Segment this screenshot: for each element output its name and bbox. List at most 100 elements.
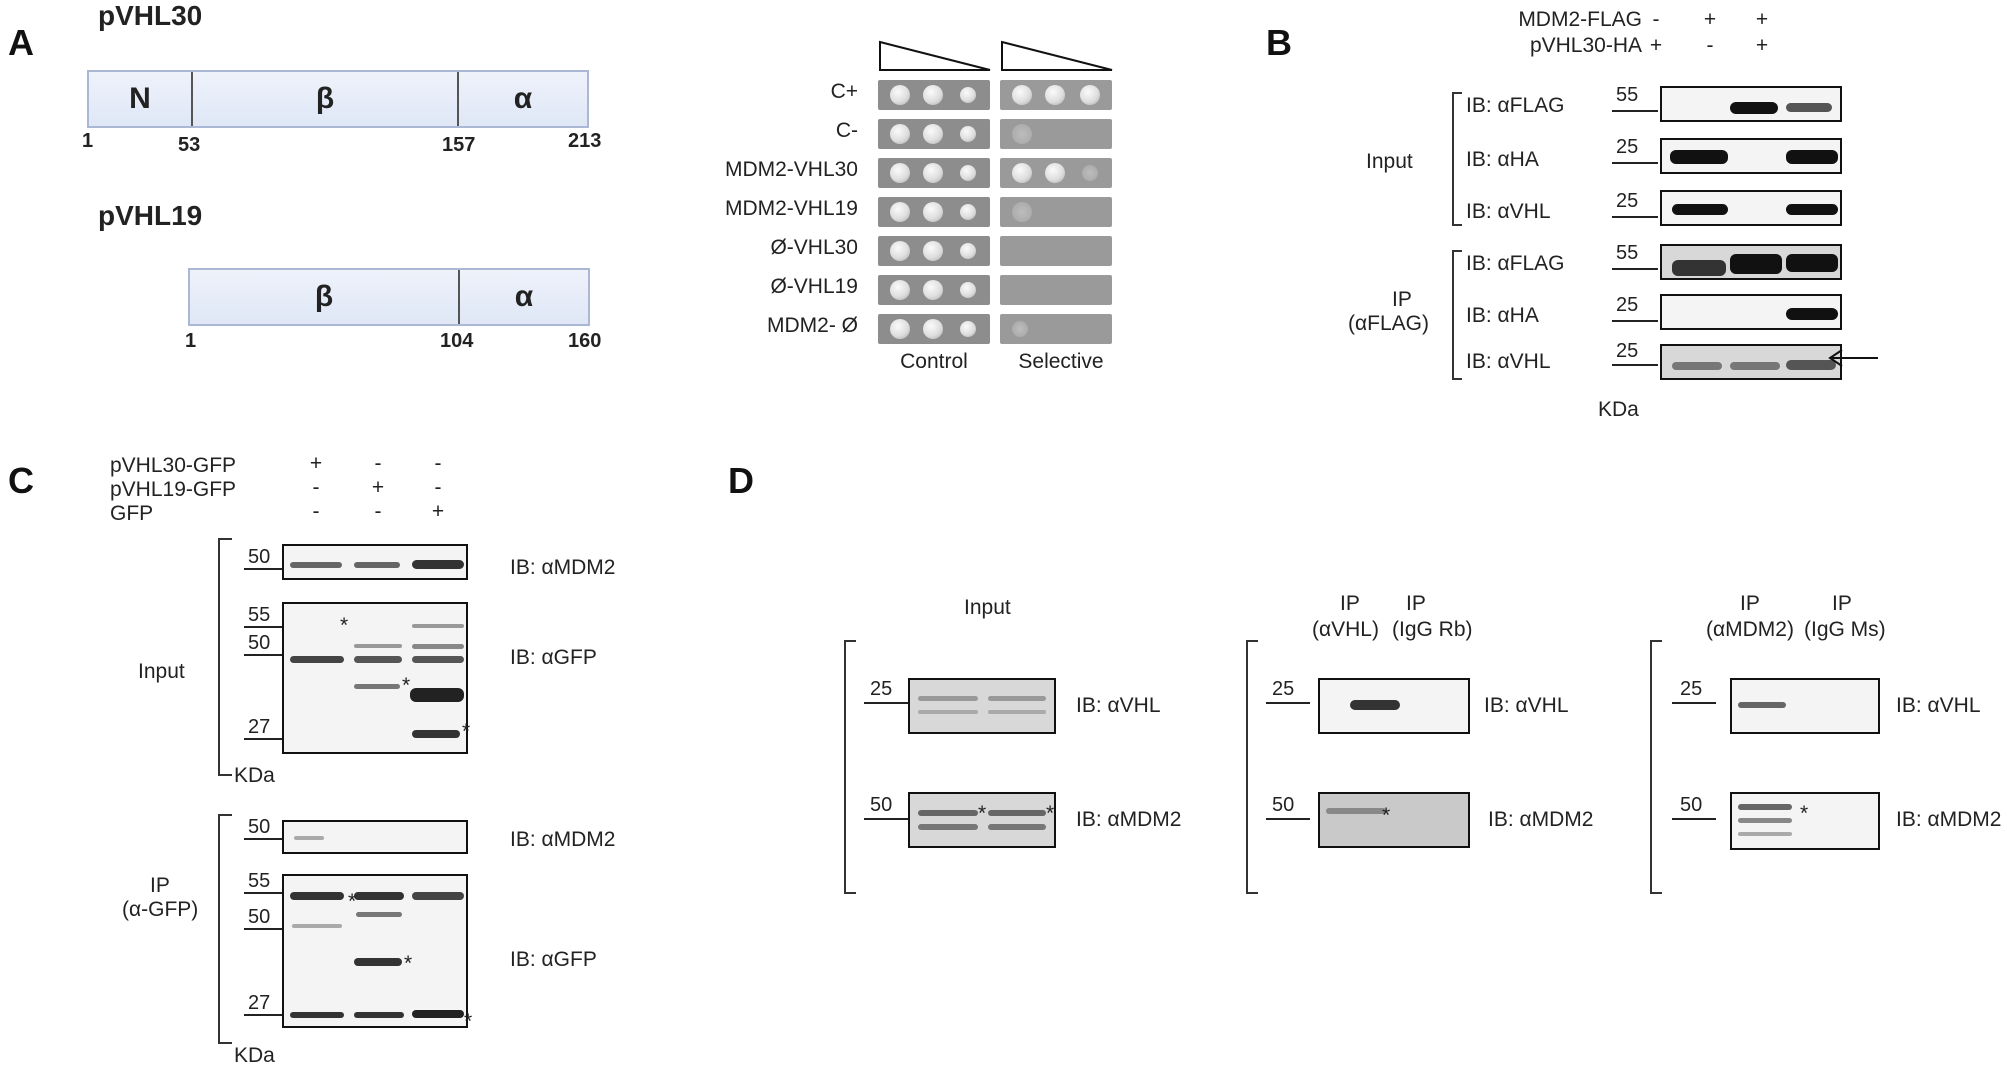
band: [918, 810, 978, 816]
selective-strip: [1000, 314, 1112, 344]
band: [1786, 308, 1838, 320]
blot-ip-vhl: [1660, 344, 1842, 380]
band: [354, 656, 402, 663]
mw-marker: 50: [248, 906, 271, 928]
section-header: (αVHL): [1312, 618, 1379, 641]
blot-input-vhl: [908, 678, 1056, 734]
colony: [890, 202, 910, 222]
ib-label: IB: αVHL: [1466, 350, 1551, 373]
colony: [960, 165, 976, 181]
y2h-row-label: MDM2-VHL19: [724, 197, 858, 220]
y2h-row-label: Ø-VHL30: [770, 236, 858, 259]
band: [294, 836, 324, 840]
band: [1738, 804, 1792, 810]
mw-marker: 27: [248, 716, 271, 738]
y2h-row-label: C-: [835, 119, 858, 142]
colony: [1082, 165, 1098, 181]
colony: [890, 280, 910, 300]
control-strip: [878, 197, 990, 227]
mw-tick: [244, 928, 282, 930]
panel-letter-c: C: [8, 460, 34, 501]
asterisk: *: [402, 674, 411, 697]
colony: [960, 243, 976, 259]
condition-sign: -: [1652, 8, 1660, 31]
band: [918, 696, 978, 701]
blot-ip-mdm2: [282, 820, 468, 854]
band: [1672, 204, 1728, 215]
band: [412, 624, 464, 628]
colony: [1045, 85, 1065, 105]
panel-letter-a: A: [8, 22, 34, 63]
blot-input-mdm2: [282, 544, 468, 580]
ib-label: IB: αMDM2: [1076, 808, 1182, 831]
condition-sign: +: [1649, 34, 1663, 57]
colony: [1080, 85, 1100, 105]
colony: [923, 124, 943, 144]
domain-divider: [458, 270, 460, 324]
colony: [890, 124, 910, 144]
blot-input-gfp: [282, 602, 468, 754]
band: [412, 892, 464, 900]
blot-ip-ha: [1660, 294, 1842, 330]
mw-tick: [1266, 818, 1310, 820]
selective-strip: [1000, 197, 1112, 227]
band: [354, 644, 402, 648]
band: [988, 696, 1046, 701]
blot-ip-flag: [1660, 244, 1842, 280]
colony: [923, 280, 943, 300]
band: [988, 810, 1046, 816]
mw-tick: [1612, 320, 1658, 322]
panel-letter-d: D: [728, 460, 754, 501]
condition-sign: +: [309, 452, 323, 475]
pvhl30-pos-213: 213: [568, 130, 602, 152]
ip-bracket: [1452, 250, 1462, 380]
pvhl30-pos-1: 1: [82, 130, 94, 152]
section-bracket: [1246, 640, 1258, 894]
colony: [1012, 124, 1032, 144]
asterisk: *: [978, 802, 987, 825]
mw-tick: [244, 838, 282, 840]
band: [1672, 362, 1722, 370]
kda-unit: KDa: [234, 764, 275, 787]
band: [1738, 818, 1792, 823]
condition-label: GFP: [110, 502, 154, 525]
condition-label: MDM2-FLAG: [1518, 8, 1642, 31]
selective-strip: [1000, 80, 1112, 110]
domain-divider: [457, 72, 459, 126]
colony: [1012, 85, 1032, 105]
band: [292, 924, 342, 928]
colony: [1045, 163, 1065, 183]
blot-ip-mdm2: [1318, 792, 1470, 848]
band: [1730, 102, 1778, 114]
band: [988, 710, 1046, 714]
blot-ip-gfp: [282, 874, 468, 1028]
asterisk: *: [348, 890, 357, 913]
mw-marker: 50: [248, 546, 271, 568]
ib-label: IB: αVHL: [1484, 694, 1569, 717]
mw-tick: [1612, 110, 1658, 112]
condition-sign: +: [431, 500, 445, 523]
band: [988, 824, 1046, 830]
band: [410, 688, 464, 702]
mw-tick: [1612, 216, 1658, 218]
asterisk: *: [462, 720, 471, 743]
domain-n: N: [129, 82, 151, 115]
control-strip: [878, 275, 990, 305]
section-header: IP: [1832, 592, 1852, 615]
band: [918, 710, 978, 714]
mw-tick: [244, 568, 282, 570]
colony: [1012, 321, 1028, 337]
pvhl19-title: pVHL19: [98, 200, 203, 231]
colony: [890, 85, 910, 105]
control-strip: [878, 80, 990, 110]
y2h-row-label: MDM2- Ø: [767, 314, 858, 337]
mw-marker: 55: [1616, 242, 1639, 264]
condition-sign: +: [1755, 34, 1769, 57]
colony: [960, 204, 976, 220]
mw-marker: 55: [1616, 84, 1639, 106]
ib-label: IB: αVHL: [1896, 694, 1981, 717]
ib-label: IB: αFLAG: [1466, 94, 1565, 117]
section-header: (αMDM2): [1706, 618, 1794, 641]
section-header: IP: [1406, 592, 1426, 615]
ib-label: IB: αHA: [1466, 304, 1539, 327]
